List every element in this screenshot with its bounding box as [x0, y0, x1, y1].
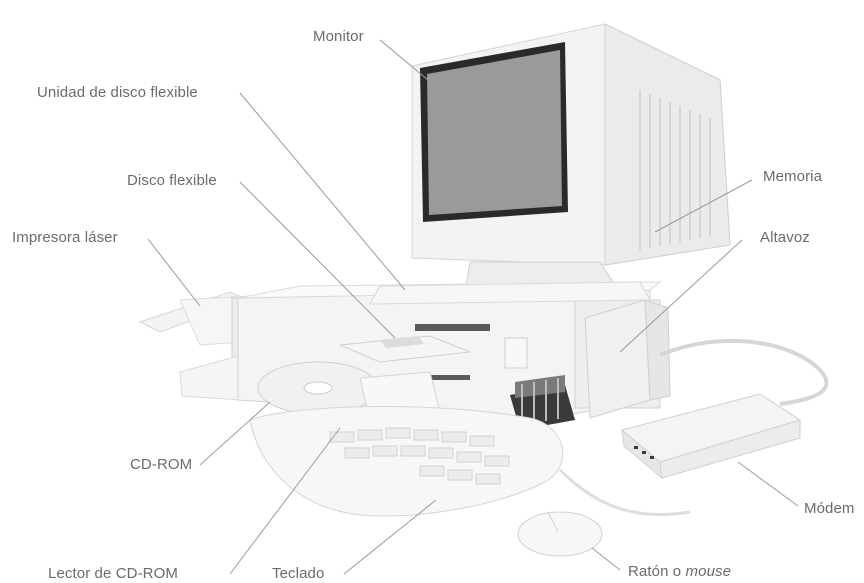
- label-raton-o-mouse: Ratón o mouse: [628, 563, 731, 581]
- label-disco-flexible: Disco flexible: [127, 172, 217, 190]
- label-mouse: mouse: [686, 563, 732, 580]
- label-altavoz: Altavoz: [760, 229, 810, 247]
- label-teclado: Teclado: [272, 565, 324, 583]
- label-memoria: Memoria: [763, 168, 822, 186]
- label-raton: Ratón o: [628, 563, 681, 580]
- label-modem: Módem: [804, 500, 855, 518]
- label-lector-cd-rom: Lector de CD-ROM: [48, 565, 178, 583]
- label-impresora-laser: Impresora láser: [12, 229, 118, 247]
- floppy-drive-slot: [415, 324, 490, 331]
- monitor-illustration: [370, 24, 730, 304]
- keyboard-illustration: [250, 406, 563, 515]
- label-unidad-disco-flexible: Unidad de disco flexible: [37, 84, 198, 102]
- label-cd-rom: CD-ROM: [130, 456, 192, 474]
- label-monitor: Monitor: [313, 28, 364, 46]
